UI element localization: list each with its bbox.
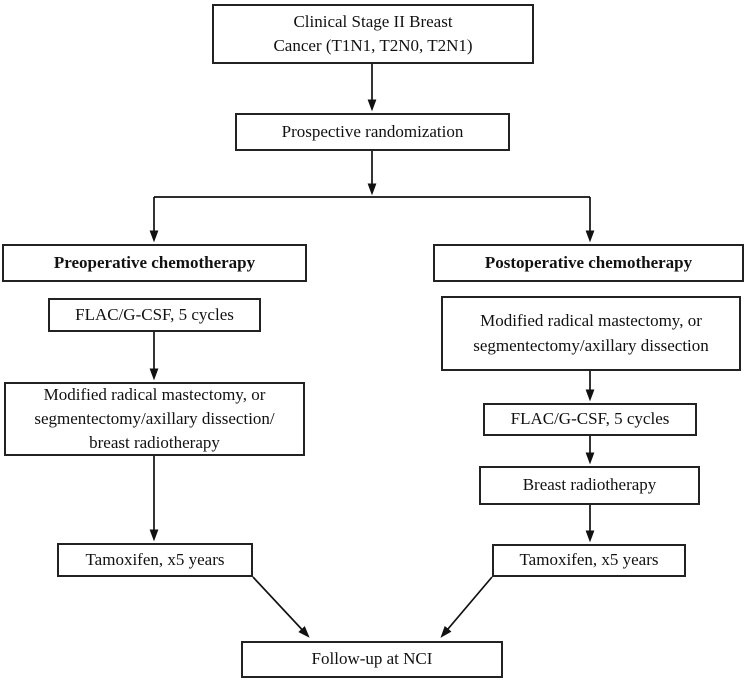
node-preop-surgery: Modified radical mastectomy, or segmente… (4, 382, 305, 456)
node-clinical-stage: Clinical Stage II Breast Cancer (T1N1, T… (212, 4, 534, 64)
node-preop-flac-label: FLAC/G-CSF, 5 cycles (75, 304, 234, 324)
node-prospective-randomization: Prospective randomization (235, 113, 510, 151)
node-postop-tamoxifen-label: Tamoxifen, x5 years (519, 550, 659, 570)
node-followup-nci-label: Follow-up at NCI (311, 649, 433, 669)
node-preop-surgery-line3: breast radiotherapy (89, 433, 220, 453)
node-preoperative-chemotherapy-label: Preoperative chemotherapy (53, 252, 256, 272)
node-postop-flac-label: FLAC/G-CSF, 5 cycles (510, 409, 670, 429)
node-postop-surgery-line2: segmentectomy/axillary dissection (473, 335, 709, 355)
node-postop-surgery: Modified radical mastectomy, or segmente… (441, 296, 741, 371)
node-clinical-stage-line2: Cancer (T1N1, T2N0, T2N1) (273, 36, 473, 55)
node-followup-nci: Follow-up at NCI (241, 641, 503, 678)
node-preop-surgery-line1: Modified radical mastectomy, or (43, 384, 266, 404)
node-postop-tamoxifen: Tamoxifen, x5 years (492, 544, 686, 577)
arrow-preop-tamoxifen-to-followup (252, 576, 310, 638)
node-clinical-stage-line1: Clinical Stage II Breast (293, 11, 453, 31)
node-postoperative-chemotherapy: Postoperative chemotherapy (433, 244, 744, 282)
node-preop-tamoxifen: Tamoxifen, x5 years (57, 543, 253, 577)
node-preop-surgery-line2: segmentectomy/axillary dissection/ (34, 408, 275, 428)
node-preoperative-chemotherapy: Preoperative chemotherapy (2, 244, 307, 282)
node-postop-surgery-line1: Modified radical mastectomy, or (480, 311, 702, 331)
node-preop-tamoxifen-label: Tamoxifen, x5 years (85, 549, 225, 569)
node-prospective-randomization-label: Prospective randomization (281, 121, 464, 141)
node-breast-radiotherapy: Breast radiotherapy (479, 466, 700, 505)
node-preop-flac: FLAC/G-CSF, 5 cycles (48, 298, 261, 332)
node-breast-radiotherapy-label: Breast radiotherapy (522, 475, 657, 495)
arrow-postop-tamoxifen-to-followup (440, 576, 493, 638)
node-postop-flac: FLAC/G-CSF, 5 cycles (483, 403, 697, 436)
node-postoperative-chemotherapy-label: Postoperative chemotherapy (484, 252, 693, 272)
